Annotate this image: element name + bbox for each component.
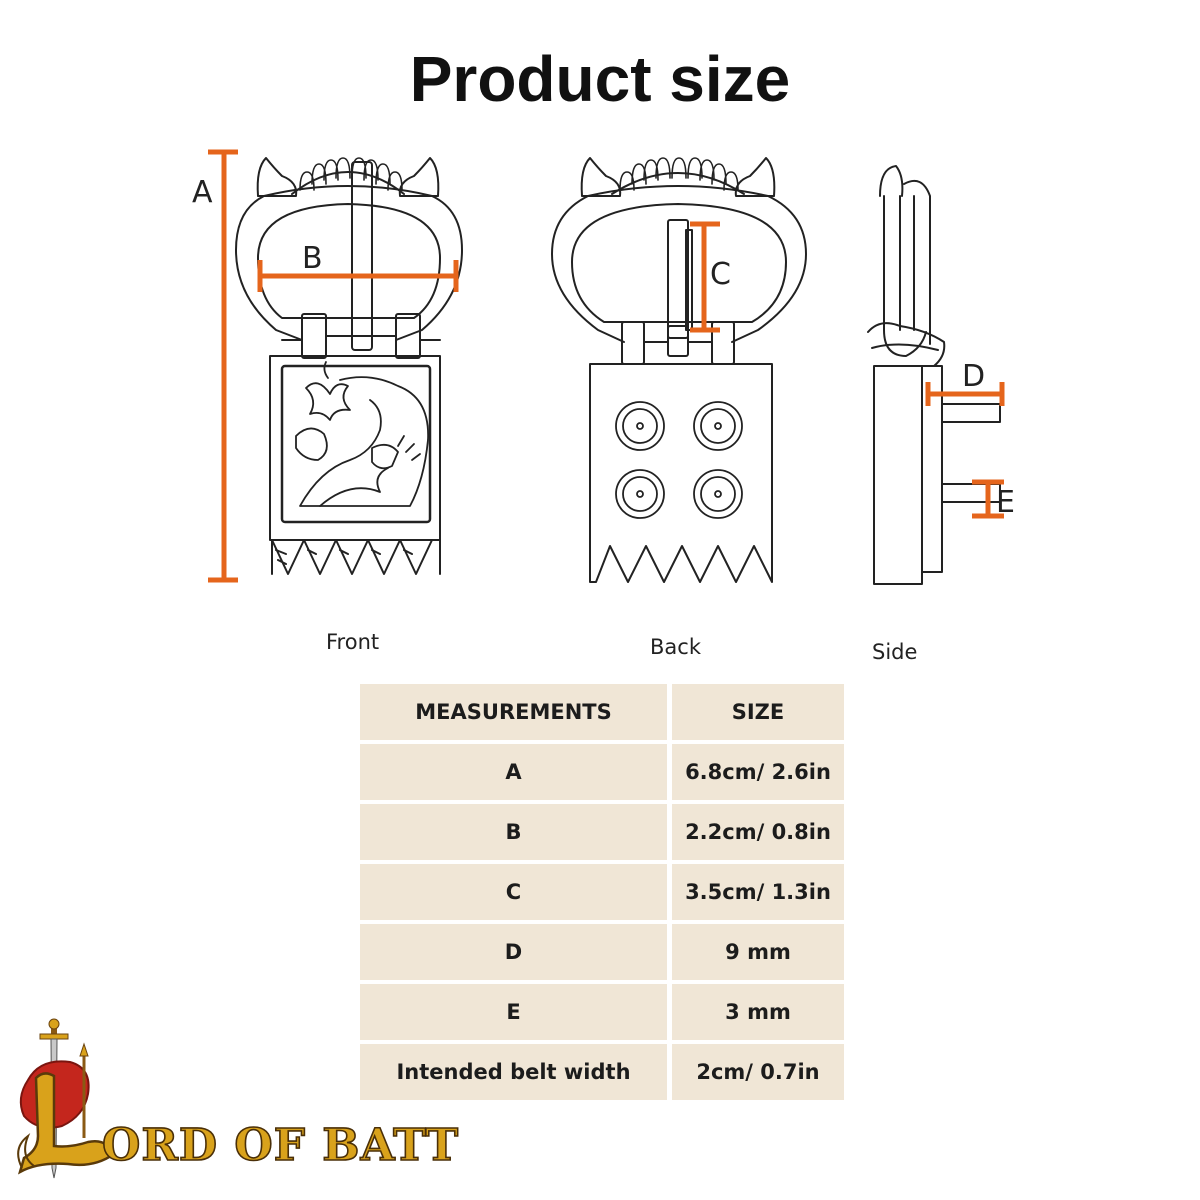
logo-text: ORD OF BATTLES <box>102 1120 460 1171</box>
table-row: E 3 mm <box>360 984 844 1040</box>
dimension-d-label: D <box>962 359 985 394</box>
table-row: B 2.2cm/ 0.8in <box>360 804 844 860</box>
back-view-label: Back <box>650 635 701 659</box>
header-size: SIZE <box>672 684 844 740</box>
size-cell: 3 mm <box>672 984 844 1040</box>
dimension-b <box>257 260 459 292</box>
table-row: C 3.5cm/ 1.3in <box>360 864 844 920</box>
dimension-c <box>690 221 720 333</box>
measurement-cell: E <box>360 984 667 1040</box>
buckle-diagram: A B <box>192 149 1015 585</box>
table-row: Intended belt width 2cm/ 0.7in <box>360 1044 844 1100</box>
dimension-a-label: A <box>192 175 213 210</box>
front-view-drawing <box>235 157 463 575</box>
dimension-e <box>972 479 1004 519</box>
page-title: Product size <box>409 43 791 115</box>
measurement-cell: Intended belt width <box>360 1044 667 1100</box>
dimension-a <box>208 149 238 583</box>
size-cell: 2cm/ 0.7in <box>672 1044 844 1100</box>
table-row: D 9 mm <box>360 924 844 980</box>
front-view-label: Front <box>326 630 380 654</box>
table-row: A 6.8cm/ 2.6in <box>360 744 844 800</box>
table-header-row: MEASUREMENTS SIZE <box>360 684 844 740</box>
side-view-label: Side <box>872 640 918 664</box>
header-measurements: MEASUREMENTS <box>360 684 667 740</box>
size-cell: 2.2cm/ 0.8in <box>672 804 844 860</box>
measurements-table: MEASUREMENTS SIZE A 6.8cm/ 2.6in B 2.2cm… <box>360 684 844 1104</box>
back-view-drawing <box>551 157 807 583</box>
dimension-c-label: C <box>710 257 731 292</box>
size-cell: 9 mm <box>672 924 844 980</box>
size-cell: 6.8cm/ 2.6in <box>672 744 844 800</box>
measurement-cell: C <box>360 864 667 920</box>
side-view-drawing <box>867 165 1001 585</box>
measurement-cell: B <box>360 804 667 860</box>
lord-of-battles-logo: ORD OF BATTLES <box>17 1018 460 1179</box>
dimension-e-label: E <box>996 485 1015 520</box>
size-cell: 3.5cm/ 1.3in <box>672 864 844 920</box>
dimension-b-label: B <box>302 241 323 276</box>
measurement-cell: D <box>360 924 667 980</box>
measurement-cell: A <box>360 744 667 800</box>
dimension-d <box>925 382 1005 406</box>
